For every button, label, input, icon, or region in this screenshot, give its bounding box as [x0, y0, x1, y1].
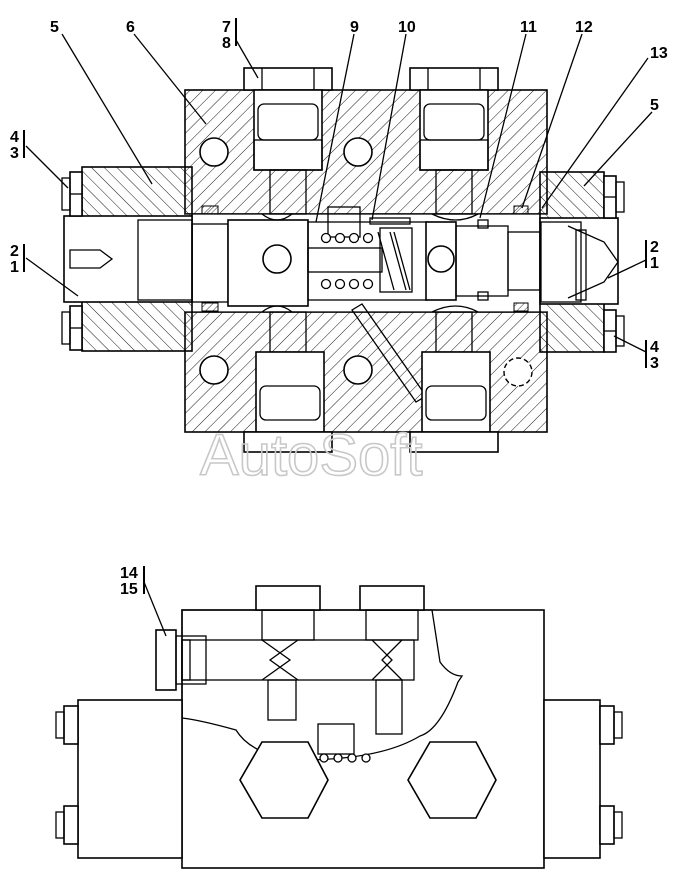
- plug-upper-right: [409, 67, 499, 215]
- bottom-side-view: [55, 566, 623, 869]
- hex-port-left: [239, 741, 329, 819]
- cutaway-section: [181, 609, 464, 761]
- top-plugs: [255, 585, 425, 735]
- callout-3-right: 3: [650, 355, 659, 372]
- callout-10: 10: [398, 19, 416, 36]
- right-plunger: [540, 221, 582, 303]
- left-adjust-screw: [69, 249, 114, 269]
- callout-7: 7: [222, 19, 231, 36]
- callout-11: 11: [520, 19, 537, 36]
- callout-9: 9: [350, 19, 359, 36]
- left-side-cover: [77, 699, 183, 859]
- side-plug-14-15: [155, 629, 207, 691]
- callout-12: 12: [575, 19, 593, 36]
- callout-1-left: 1: [10, 259, 19, 276]
- cover-bolts: [61, 171, 625, 353]
- callout-3-left: 3: [10, 145, 19, 162]
- callout-6: 6: [126, 19, 135, 36]
- main-spool-right: [425, 213, 541, 313]
- callout-5-left: 5: [50, 19, 59, 36]
- hex-port-right: [407, 741, 497, 819]
- leader-lines: [23, 18, 653, 368]
- plug-lower-right: [409, 311, 499, 453]
- main-spool-left: [191, 213, 309, 313]
- plug-upper-left: [243, 67, 333, 215]
- side-bolts: [55, 705, 623, 845]
- plug-lower-left: [243, 311, 333, 453]
- callout-2-left: 2: [10, 243, 19, 260]
- callout-1-right: 1: [650, 255, 659, 272]
- callout-13: 13: [650, 45, 668, 62]
- spring-detail: [317, 723, 371, 763]
- callout-14: 14: [120, 565, 138, 582]
- lower-valve-body: [181, 609, 545, 869]
- ports: [199, 137, 533, 387]
- callout-15: 15: [120, 581, 138, 598]
- callout-5-right: 5: [650, 97, 659, 114]
- callout-2-right: 2: [650, 239, 659, 256]
- o-rings: [201, 205, 529, 312]
- watermark-text: AutoSoft: [200, 423, 422, 488]
- callout-4-right: 4: [650, 339, 659, 356]
- top-sectional-view: [23, 18, 653, 453]
- callout-labels: 5 6 7 8 9 10 11 12 13 5 4 3 2 1 2 1 4 3 …: [10, 19, 668, 598]
- callout-4-left: 4: [10, 129, 19, 146]
- callout-8: 8: [222, 35, 231, 52]
- right-side-cover: [543, 699, 601, 859]
